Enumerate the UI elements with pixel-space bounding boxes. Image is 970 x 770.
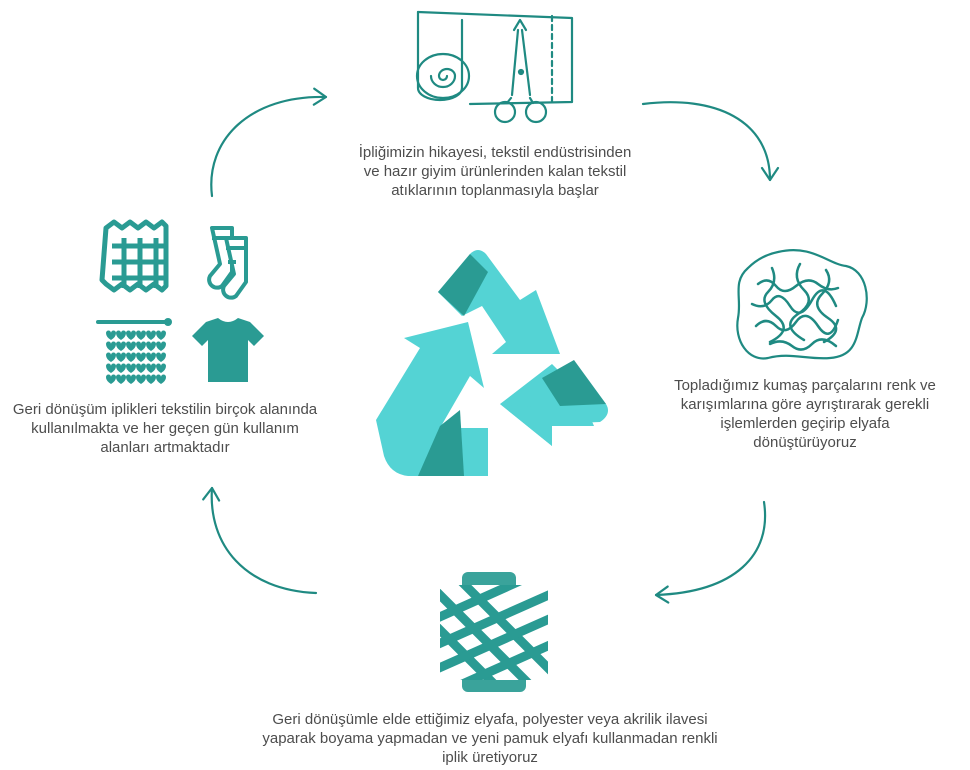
heart-stitch [146, 341, 156, 351]
caption-line: ve hazır giyim ürünlerinden kalan teksti… [363, 163, 627, 180]
heart-stitch [136, 363, 146, 373]
cycle-arrows [202, 87, 780, 604]
heart-stitch [136, 341, 146, 351]
caption-line: dönüştürüyoruz [753, 434, 857, 451]
fiber-tangle-icon [736, 249, 868, 360]
heart-stitch [136, 374, 146, 384]
arrow-left-to-top [210, 87, 328, 198]
caption-line: atıklarının toplanmasıyla başlar [391, 182, 599, 199]
caption-line: Geri dönüşüm iplikleri tekstilin birçok … [12, 401, 318, 418]
caption-line: İpliğimizin hikayesi, tekstil endüstrisi… [358, 144, 632, 161]
heart-stitch [146, 330, 156, 340]
caption-line: Geri dönüşümle elde ettiğimiz elyafa, po… [272, 711, 708, 728]
caption-line: alanları artmaktadır [100, 439, 230, 456]
textile-products-icon [96, 219, 264, 384]
heart-stitch [136, 352, 146, 362]
heart-stitch [126, 363, 136, 373]
heart-stitch [106, 352, 116, 362]
heart-stitch [146, 363, 156, 373]
heart-stitch [116, 374, 126, 384]
heart-stitch [126, 341, 136, 351]
heart-stitch [126, 374, 136, 384]
heart-stitch [106, 330, 116, 340]
heart-stitch [106, 374, 116, 384]
heart-stitch [126, 330, 136, 340]
heart-stitch [156, 363, 166, 373]
caption-step-collection: İpliğimizin hikayesi, tekstil endüstrisi… [330, 143, 660, 200]
heart-stitch [156, 374, 166, 384]
caption-step-yarn: Geri dönüşümle elde ettiğimiz elyafa, po… [215, 710, 765, 767]
knit-swatch-icon [99, 219, 169, 293]
heart-stitch [126, 352, 136, 362]
tshirt-icon [192, 318, 264, 382]
arrow-bottom-to-left [202, 486, 318, 595]
fabric-roll-scissors-icon [415, 10, 574, 124]
caption-line: işlemlerden geçirip elyafa [720, 415, 890, 432]
caption-line: Topladığımız kumaş parçalarını renk ve [674, 377, 936, 394]
arrow-right-to-bottom [654, 500, 767, 604]
heart-stitch [116, 352, 126, 362]
caption-line: karışımlarına göre ayrıştırarak gerekli [680, 396, 930, 413]
heart-stitch [156, 352, 166, 362]
heart-stitch [106, 363, 116, 373]
heart-stitch [116, 363, 126, 373]
recycle-icon [376, 250, 608, 476]
caption-line: kullanılmakta ve her geçen gün kullanım [31, 420, 299, 437]
caption-step-fiber: Topladığımız kumaş parçalarını renk ve k… [640, 376, 970, 452]
heart-stitch [106, 341, 116, 351]
caption-step-usage: Geri dönüşüm iplikleri tekstilin birçok … [0, 400, 330, 457]
knitting-needle-icon [96, 318, 172, 384]
heart-stitch [116, 341, 126, 351]
caption-line: yaparak boyama yapmadan ve yeni pamuk el… [262, 730, 718, 747]
yarn-spool-icon [440, 572, 548, 692]
socks-icon [207, 226, 248, 300]
heart-stitch [156, 341, 166, 351]
caption-line: iplik üretiyoruz [442, 749, 538, 766]
heart-stitch [156, 330, 166, 340]
arrow-top-to-right [641, 101, 780, 182]
heart-stitch [146, 352, 156, 362]
heart-stitch [136, 330, 146, 340]
heart-stitch [116, 330, 126, 340]
heart-stitch [146, 374, 156, 384]
